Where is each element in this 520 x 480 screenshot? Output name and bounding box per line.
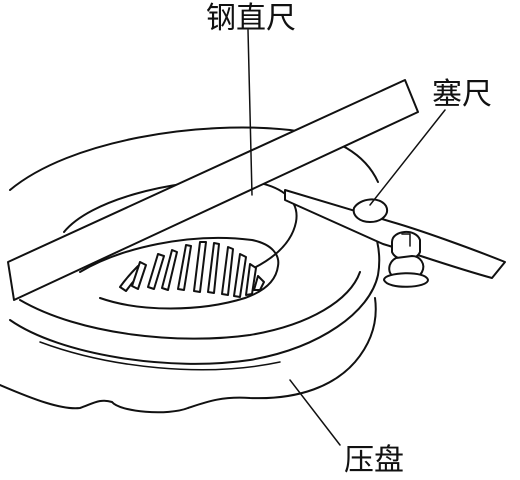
label-pressure-plate: 压盘: [344, 443, 404, 478]
leader-line-pressure-plate: [289, 379, 341, 446]
pressure-plate-bolt: [383, 231, 429, 288]
diaphragm-spring-fingers: [119, 241, 265, 298]
label-feeler-gauge: 塞尺: [432, 77, 492, 112]
pressure-plate-bottom-edge: [0, 297, 377, 414]
pressure-plate-surface-line: [39, 341, 281, 371]
label-steel-ruler: 钢直尺: [206, 1, 296, 36]
pressure-plate-surface-inner: [19, 271, 361, 340]
leader-line-feeler-gauge: [369, 109, 446, 206]
feeler-gauge-eyelet: [352, 198, 388, 223]
leader-line-steel-ruler: [247, 29, 253, 196]
pressure-plate-surface-outer: [9, 213, 381, 365]
steel-ruler: [7, 79, 419, 301]
cover-inner-lip: [79, 236, 280, 310]
